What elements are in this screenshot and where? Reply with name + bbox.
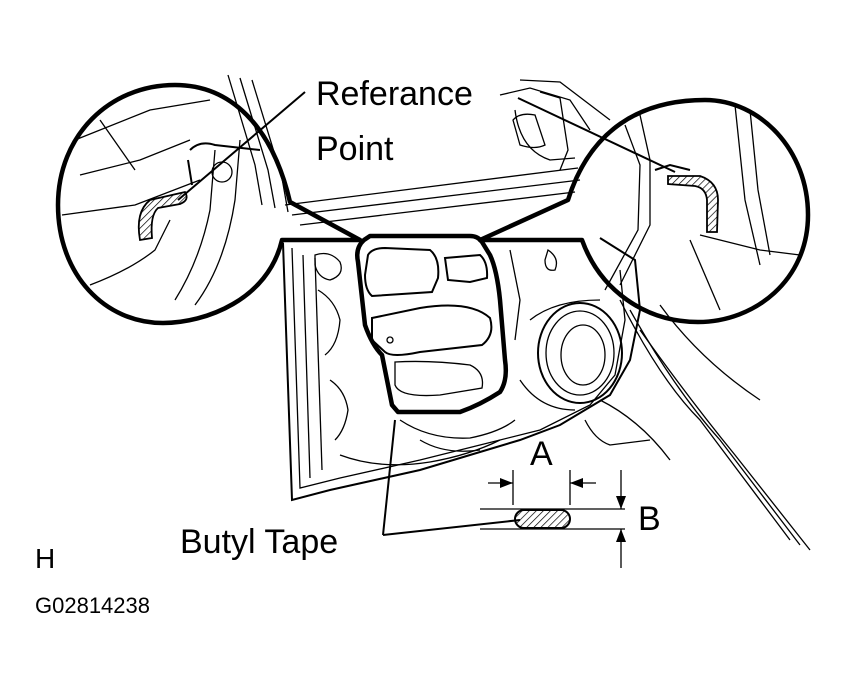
right-butyl-bead: [667, 175, 719, 233]
left-butyl-bead: [137, 190, 188, 242]
reference-point-label-line2: Point: [316, 130, 394, 168]
right-detail-magnifier: [477, 97, 811, 325]
left-detail-magnifier: [55, 82, 363, 326]
butyl-tape-label: Butyl Tape: [180, 523, 338, 561]
dimension-b-label: B: [638, 500, 661, 538]
leader-lines: [177, 91, 676, 536]
butyl-tape-outline: [355, 233, 509, 415]
reference-point-label-line1: Referance: [316, 75, 473, 113]
figure-code-label: G02814238: [35, 593, 150, 618]
dimension-a-label: A: [530, 435, 553, 473]
tape-cross-section: [514, 509, 571, 529]
view-letter-label: H: [35, 543, 55, 574]
door-opening-inner-shapes: [363, 246, 493, 397]
tape-dimension-inset: [480, 470, 626, 568]
vehicle-body-linework: [227, 74, 811, 551]
